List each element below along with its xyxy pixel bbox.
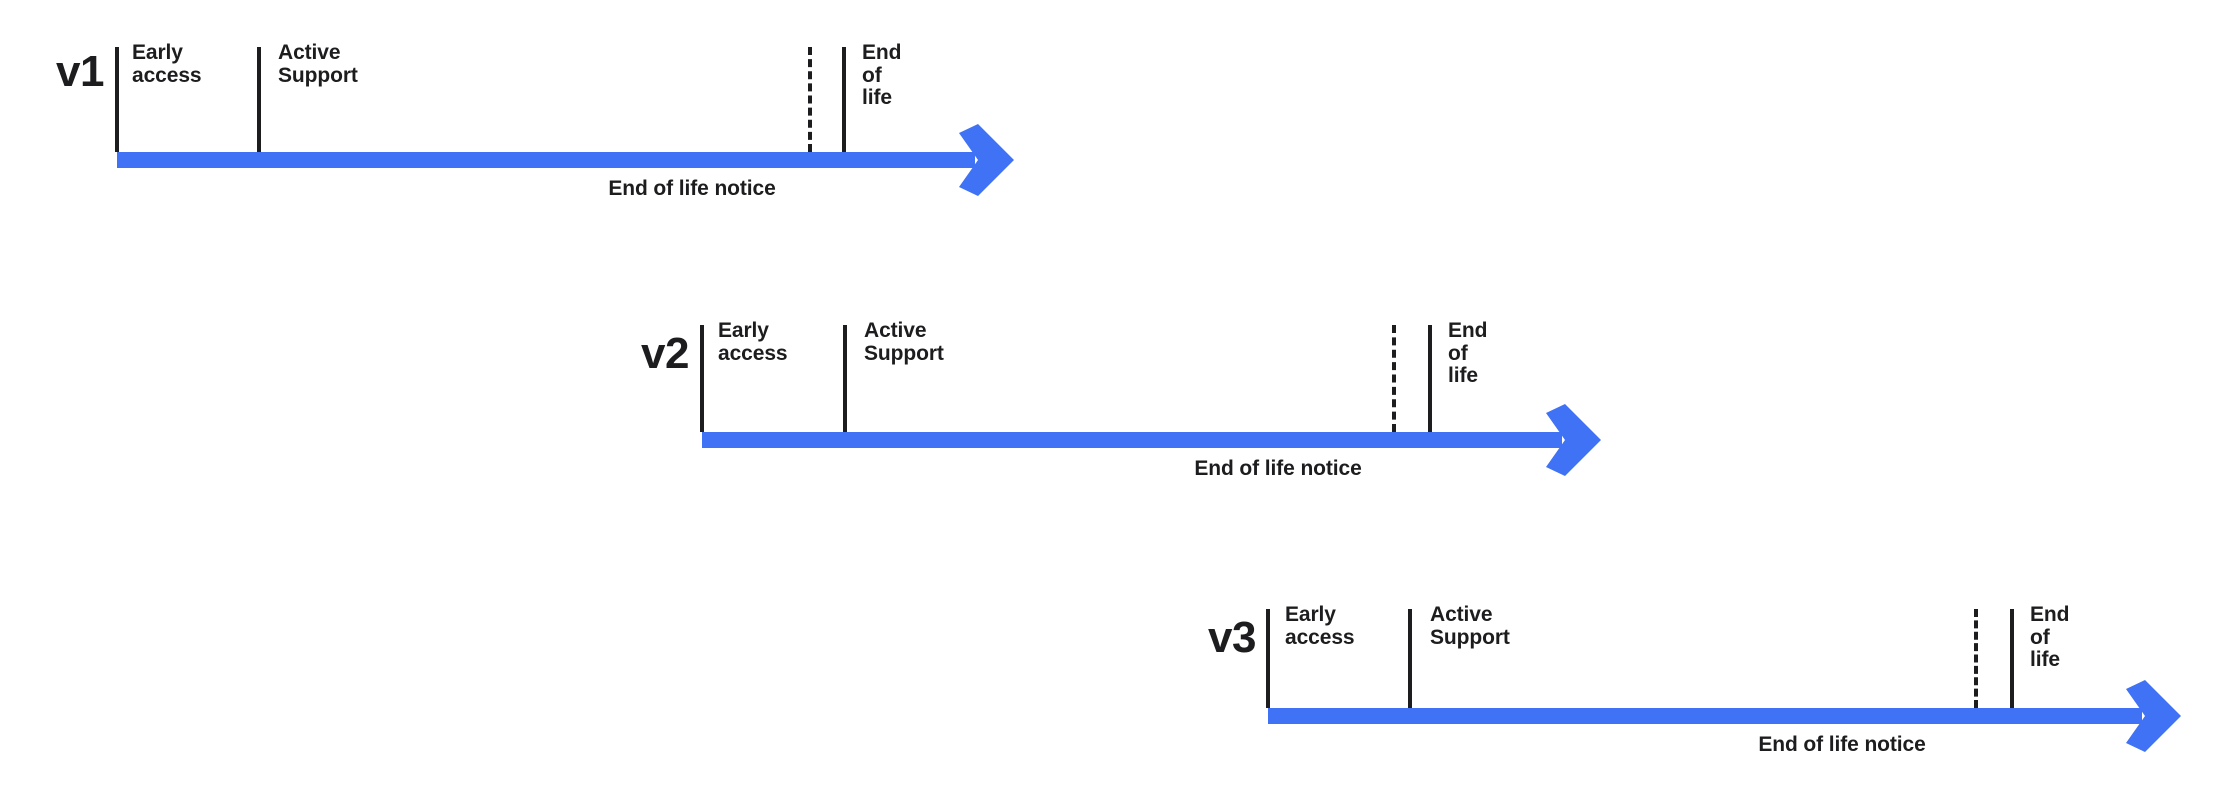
phase-boundary-0 <box>700 325 704 432</box>
phase-boundary-0 <box>1266 609 1270 708</box>
phase-boundary-3 <box>842 47 846 152</box>
timeline-arrow-head-icon <box>959 124 1014 196</box>
timeline-bar <box>702 432 1562 448</box>
timeline-bar <box>117 152 975 168</box>
phase-boundary-3 <box>1428 325 1432 432</box>
phase-boundary-dashed-2 <box>1974 609 1978 708</box>
phase-label-early-access: Early access <box>1285 603 1355 649</box>
phase-boundary-0 <box>115 47 119 152</box>
phase-boundary-3 <box>2010 609 2014 708</box>
phase-boundary-1 <box>843 325 847 432</box>
version-label-v2: v2 <box>641 329 689 378</box>
version-label-v1: v1 <box>56 47 104 96</box>
phase-boundary-dashed-2 <box>1392 325 1396 432</box>
phase-boundary-1 <box>1408 609 1412 708</box>
phase-label-end-of-life: End of life <box>1448 319 1488 388</box>
phase-label-active-support: Active Support <box>278 41 358 87</box>
phase-label-end-of-life: End of life <box>862 41 902 110</box>
phase-boundary-1 <box>257 47 261 152</box>
timeline-bar <box>1268 708 2142 724</box>
phase-label-active-support: Active Support <box>1430 603 1510 649</box>
version-label-v3: v3 <box>1208 613 1256 662</box>
end-of-life-notice-label: End of life notice <box>608 177 776 200</box>
phase-label-early-access: Early access <box>132 41 202 87</box>
phase-label-active-support: Active Support <box>864 319 944 365</box>
end-of-life-notice-label: End of life notice <box>1194 457 1362 480</box>
timeline-arrow-head-icon <box>1546 404 1601 476</box>
end-of-life-notice-label: End of life notice <box>1758 733 1926 756</box>
phase-label-end-of-life: End of life <box>2030 603 2070 672</box>
phase-label-early-access: Early access <box>718 319 788 365</box>
phase-boundary-dashed-2 <box>808 47 812 152</box>
timeline-arrow-head-icon <box>2126 680 2181 752</box>
